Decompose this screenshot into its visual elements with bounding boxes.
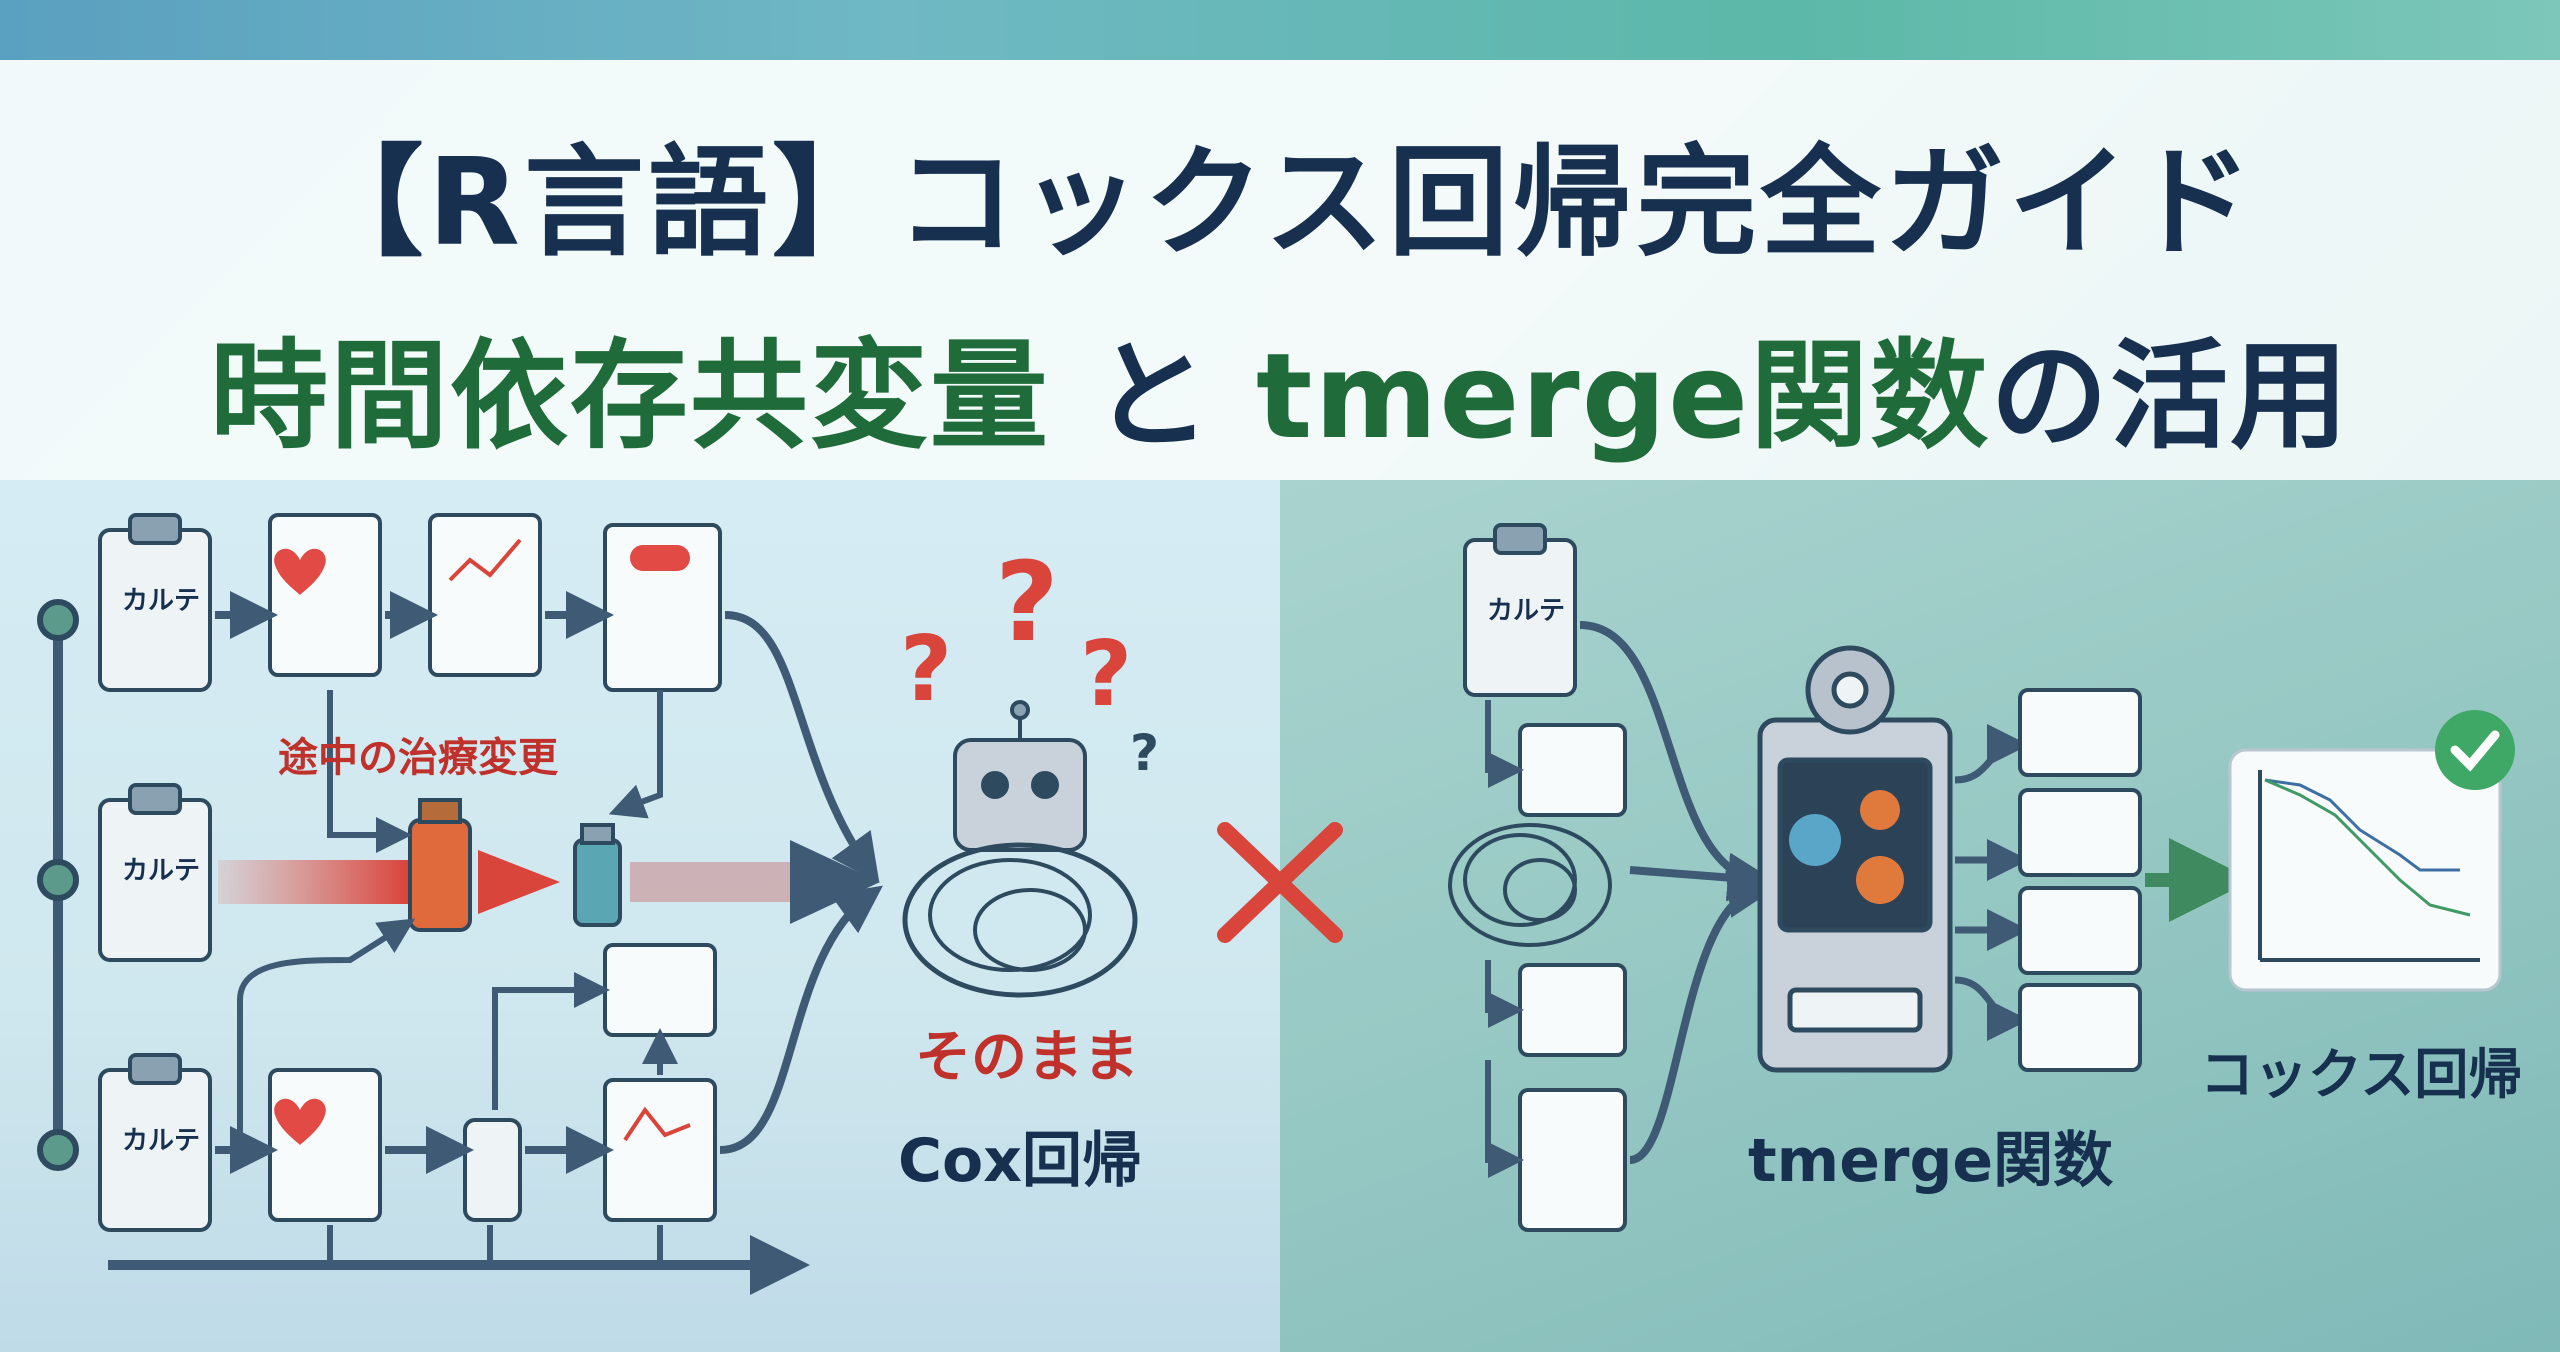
confused-robot [902,700,1138,998]
timeline-nodes [37,599,79,1171]
chart-label-2: カルテ [122,856,201,886]
svg-text:?: ? [1080,622,1132,727]
svg-text:?: ? [1130,724,1159,782]
right-tangle [1448,823,1612,947]
red-arrow-2 [478,850,560,914]
subtitle-usage: の活用 [1990,327,2351,465]
row2 [98,783,622,962]
red-arrow-1 [218,860,408,904]
subtitle-time-covariate: 時間依存共変量 [209,327,1050,465]
km-plot [2228,710,2515,992]
main-left-arrow [790,840,880,924]
cox-label: Cox回帰 [898,1126,1142,1196]
row3 [98,943,717,1232]
row1 [98,513,722,692]
chart-label-1: カルテ [122,586,201,616]
tmerge-label: tmerge関数 [1748,1126,2114,1196]
subtitle-and: と [1049,327,1257,465]
svg-text:?: ? [995,538,1059,666]
page-subtitle: 時間依存共変量 と tmerge関数の活用 [0,300,2560,471]
treatment-change-label: 途中の治療変更 [278,735,558,781]
as-is-label: そのまま [915,1025,1139,1090]
subtitle-tmerge: tmerge関数 [1256,327,1991,465]
row1-arrows [215,591,880,883]
right-chart-label: カルテ [1487,596,1566,626]
question-marks: ? ? ? ? [900,538,1159,782]
page-title: 【R言語】コックス回帰完全ガイド [303,134,2257,273]
split-tables [2018,688,2142,1072]
right-chart-doc [1463,523,1627,1232]
tmerge-machine [1757,645,1953,1073]
svg-text:?: ? [900,617,952,722]
cross-icon [1217,822,1343,943]
fade-arrow [630,862,790,902]
chart-label-3: カルテ [122,1126,201,1156]
title-box [0,60,2560,480]
top-band [0,0,2560,60]
cox-regression-label: コックス回帰 [2200,1043,2523,1106]
